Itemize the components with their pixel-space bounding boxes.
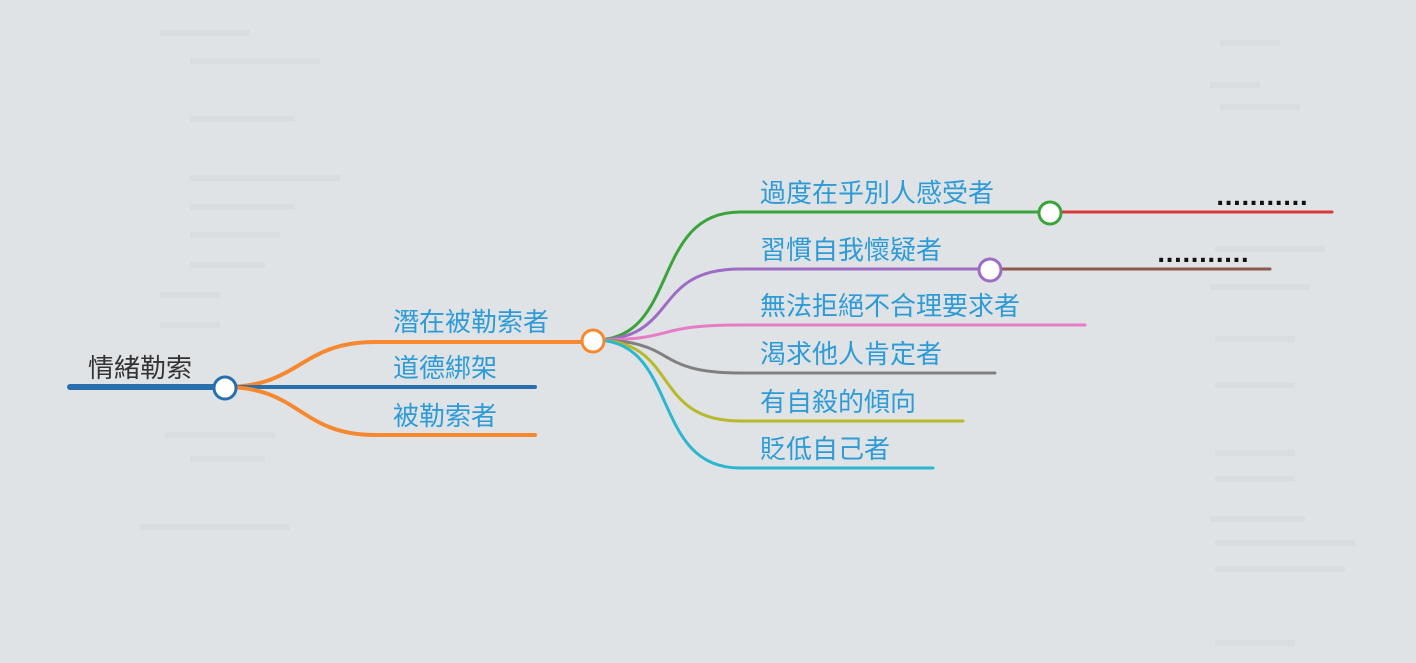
level2-label-4[interactable]: 渴求他人肯定者 <box>760 340 942 370</box>
edge-root-潛在被勒索者 <box>223 340 597 389</box>
level1-node-handle[interactable] <box>580 328 606 354</box>
level2-label-6[interactable]: 貶低自己者 <box>760 435 890 465</box>
root-node-handle[interactable] <box>212 375 238 401</box>
edge-level2-3 <box>593 323 1087 342</box>
root-label[interactable]: 情緒勒索 <box>88 354 192 384</box>
edge-root-被勒索者 <box>223 385 537 437</box>
level2-node-handle-2[interactable] <box>977 257 1003 283</box>
level2-label-1[interactable]: 過度在乎別人感受者 <box>760 179 994 209</box>
edge-level2-1 <box>593 210 1052 342</box>
level2-label-3[interactable]: 無法拒絕不合理要求者 <box>760 292 1020 322</box>
level3-label-2[interactable]: ........... <box>1157 243 1249 268</box>
level2-label-5[interactable]: 有自殺的傾向 <box>760 388 916 418</box>
level2-node-handle-1[interactable] <box>1037 200 1063 226</box>
level1-label-1[interactable]: 潛在被勒索者 <box>393 308 549 338</box>
edge-level2-6 <box>593 338 935 470</box>
edge-level2-2 <box>593 267 992 342</box>
edge-level2-4 <box>593 338 997 375</box>
level3-label-1[interactable]: ........... <box>1216 186 1308 211</box>
edge-level2-5 <box>593 338 965 423</box>
level1-label-3[interactable]: 被勒索者 <box>393 402 497 432</box>
level1-label-2[interactable]: 道德綁架 <box>393 354 497 384</box>
level2-label-2[interactable]: 習慣自我懷疑者 <box>760 236 942 266</box>
